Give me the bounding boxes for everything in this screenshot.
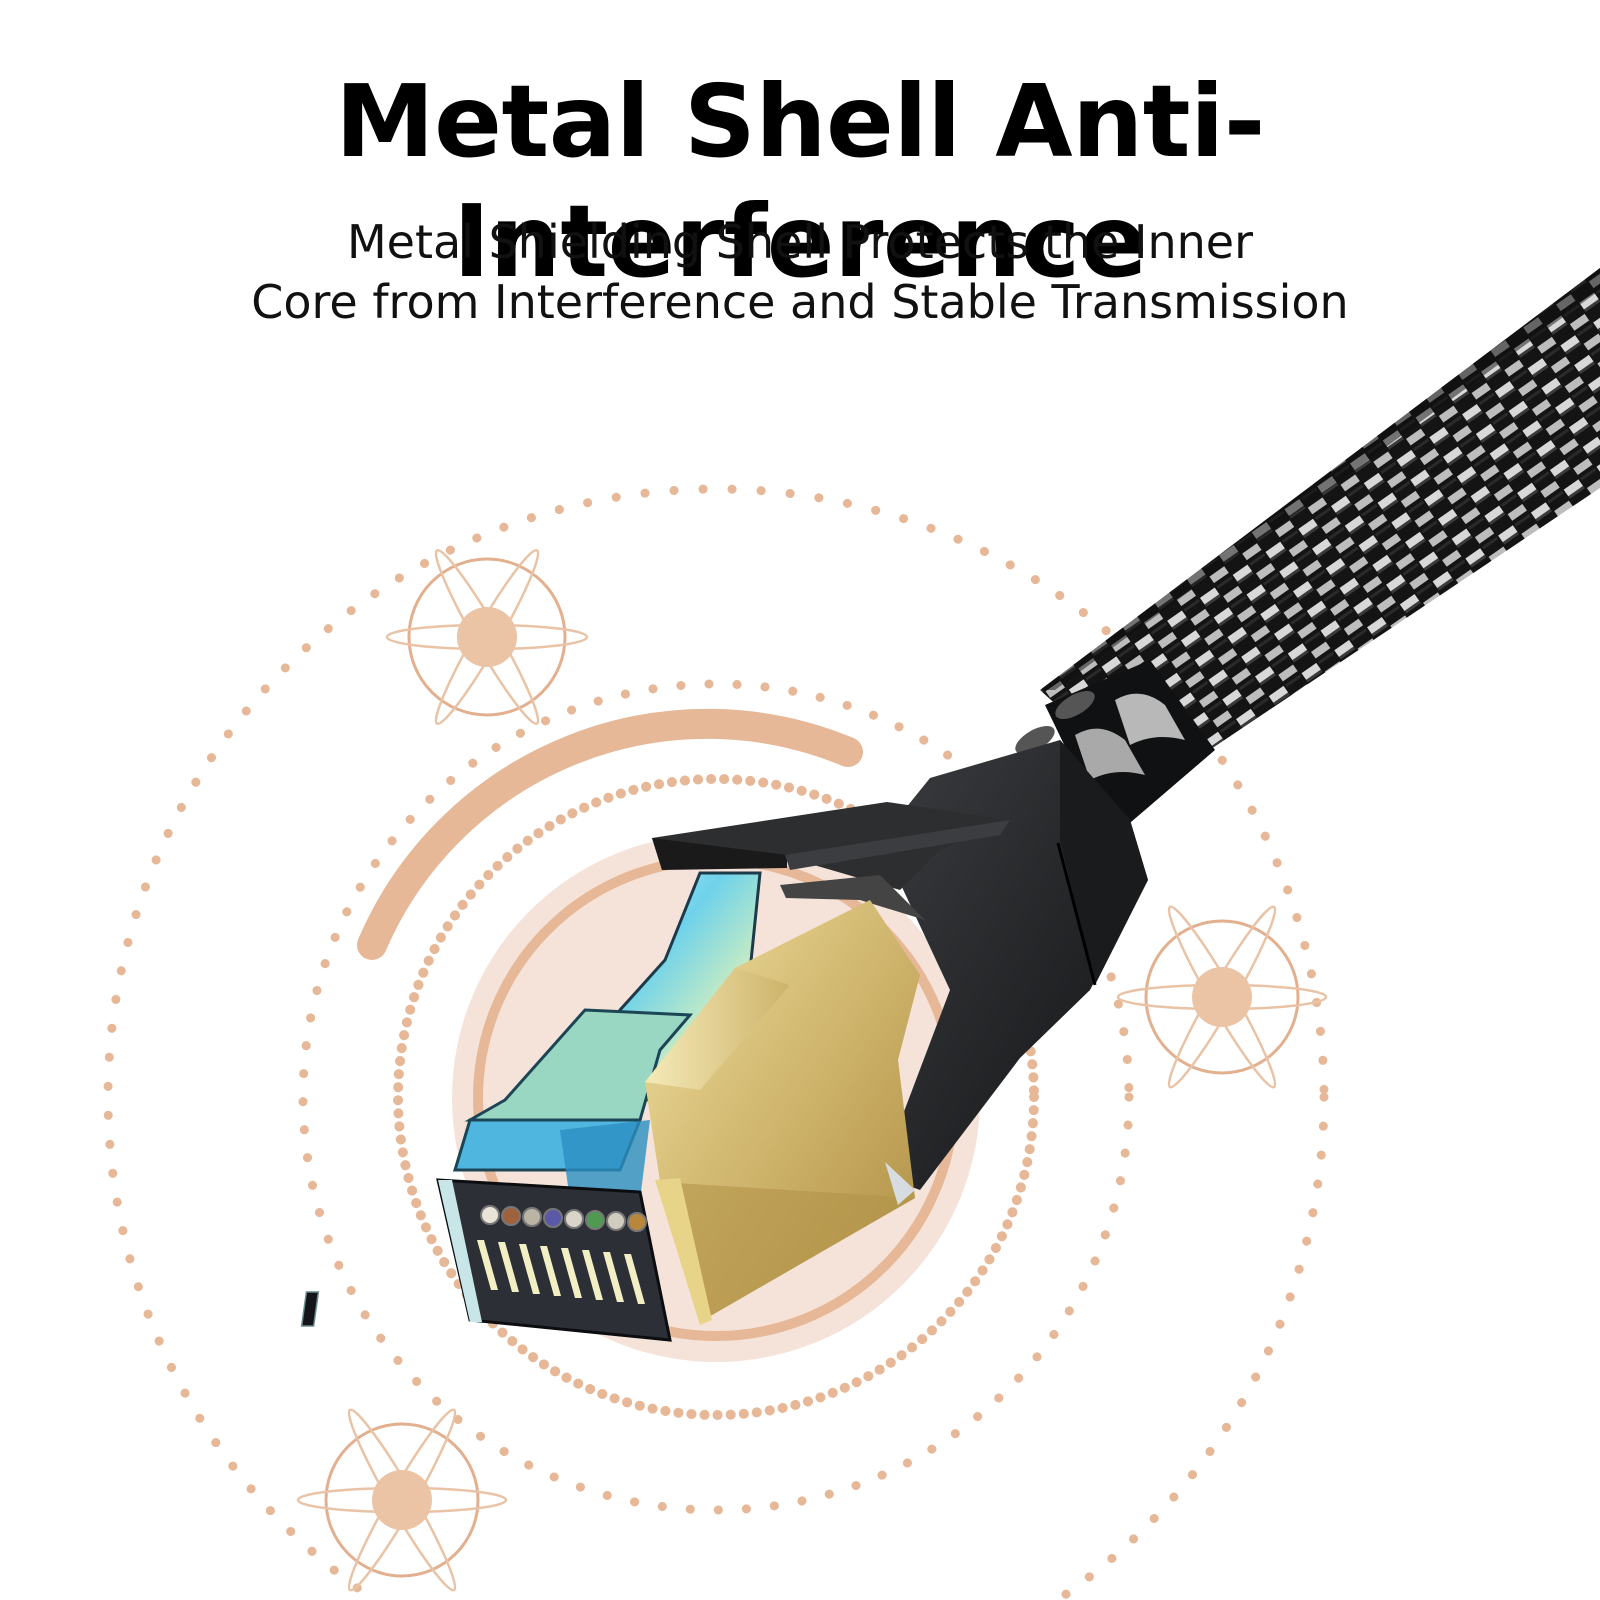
contact-pins-face (300, 1178, 672, 1342)
outer-dotted-ring (103, 484, 1329, 1600)
connector-housing (652, 740, 1148, 1190)
atom-icon (296, 1408, 508, 1592)
subtitle: Metal Shielding Shell Protects the Inner… (0, 212, 1600, 332)
thick-shield-arc (357, 708, 863, 960)
wire-holes (480, 1205, 647, 1232)
dense-dotted-ring (393, 774, 1039, 1420)
gold-metal-shield (645, 900, 920, 1325)
atom-icon (385, 548, 589, 726)
braided-cable (1040, 268, 1600, 790)
subtitle-line-1: Metal Shielding Shell Protects the Inner (346, 215, 1254, 269)
atom-icon (1116, 905, 1328, 1089)
subtitle-line-2: Core from Interference and Stable Transm… (251, 275, 1349, 329)
contact-slots (300, 1291, 320, 1327)
second-dotted-ring (298, 679, 1134, 1515)
interference-rings (103, 484, 1329, 1600)
strain-relief-boot (1015, 660, 1215, 840)
page-title: Metal Shell Anti-Interference (335, 63, 1265, 300)
gold-contacts (477, 1240, 645, 1304)
